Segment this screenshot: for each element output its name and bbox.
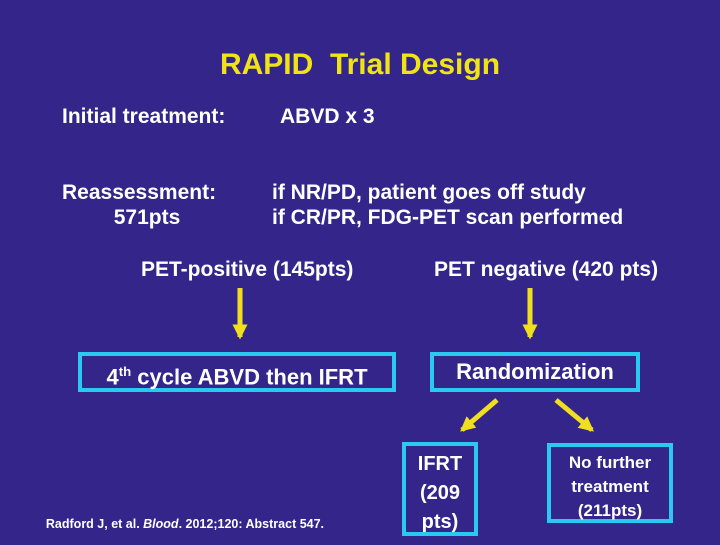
box-ifrt-arm: IFRT (209 pts) [402,442,478,536]
box-randomization: Randomization [430,352,640,392]
ifrt-arm-line3: pts) [421,511,459,533]
reassessment-condition-2: if CR/PR, FDG-PET scan performed [272,206,624,229]
citation-before: Radford J, et al. [45,517,144,531]
abvd-ifrt-ordinal-suffix: th [118,364,132,379]
ifrt-arm-line1: IFRT [417,453,463,475]
abvd-ifrt-prefix: 4 [106,364,119,390]
abvd-ifrt-rest: cycle ABVD then IFRT [131,364,368,390]
box-4th-cycle-abvd-ifrt: 4th cycle ABVD then IFRT [78,352,396,392]
ifrt-arm-line2: (209 [419,482,461,504]
pet-positive-label: PET-positive (145pts) [141,258,354,281]
reassessment-label: Reassessment: [62,181,217,204]
slide-title: RAPID Trial Design [219,48,501,81]
pet-negative-label: PET negative (420 pts) [434,258,659,281]
initial-treatment-value: ABVD x 3 [280,105,375,128]
citation: Radford J, et al. Blood. 2012;120: Abstr… [32,503,324,545]
box-no-further-treatment-arm: No further treatment (211pts) [547,443,673,523]
initial-treatment-label: Initial treatment: [62,105,226,128]
reassessment-condition-1: if NR/PD, patient goes off study [272,181,586,204]
citation-after: . 2012;120: Abstract 547. [178,517,325,531]
no-further-line3: (211pts) [577,501,643,520]
arrow-randomization-to-ifrt [460,398,499,432]
citation-journal: Blood [143,517,179,531]
reassessment-count: 571pts [113,206,181,229]
no-further-line1: No further [568,453,652,472]
no-further-line2: treatment [571,477,649,496]
arrow-randomization-to-no-further [554,398,594,432]
